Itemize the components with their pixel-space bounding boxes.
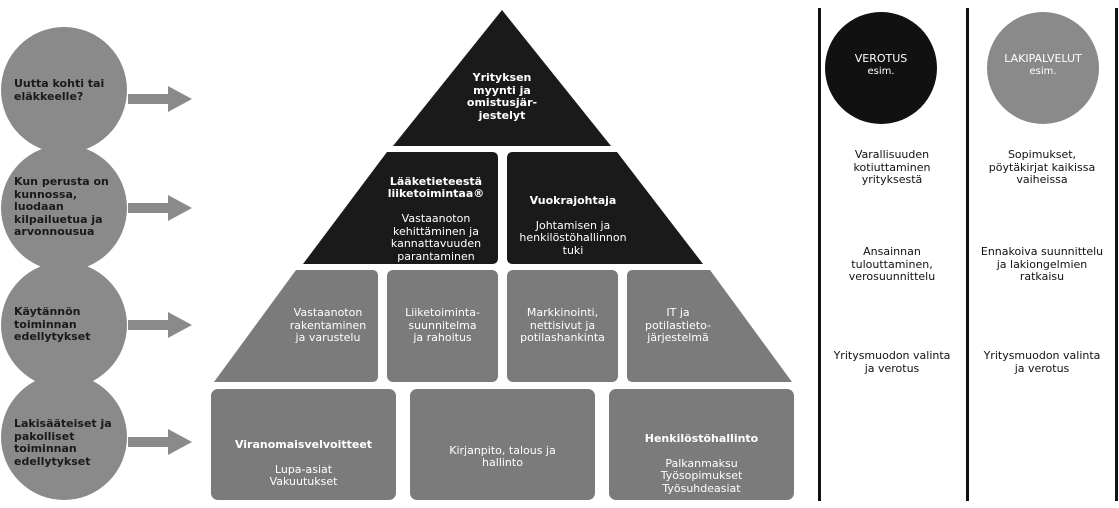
verotus-item-2: Ansainnan tulouttaminen, verosuunnittelu — [848, 245, 936, 283]
pyramid-level3-block-4 — [627, 270, 792, 382]
pyramid-top-block — [393, 10, 611, 146]
pyramid-level3-block-1 — [214, 270, 378, 382]
lakipalvelut-header: LAKIPALVELUT esim. — [989, 52, 1097, 78]
lakipalvelut-sub: esim. — [1029, 66, 1057, 77]
circle-text-stage-1: Uutta kohti tai eläkkeelle? — [14, 77, 105, 103]
pyramid-level4-block-1 — [211, 389, 396, 500]
column-divider-1 — [818, 8, 821, 501]
pyramid-level2-left-body: Vastaanoton kehittäminen ja kannattavuud… — [390, 212, 482, 263]
column-divider-3 — [1115, 8, 1118, 501]
pyramid-level3-text-4: IT ja potilastieto- järjestelmä — [645, 306, 711, 344]
verotus-header: VEROTUS esim. — [831, 52, 931, 78]
lakipalvelut-item-1: Sopimukset, pöytäkirjat kaikissa vaiheis… — [988, 148, 1096, 186]
circle-text-stage-2: Kun perusta on kunnossa, luodaan kilpail… — [14, 175, 109, 238]
pyramid-level2-right-block — [507, 152, 703, 264]
pyramid-level2-right-title: Vuokrajohtaja — [529, 193, 617, 207]
pyramid-level3-text-1: Vastaanoton rakentaminen ja varustelu — [289, 306, 367, 344]
pyramid-top-text: Yrityksen myynti ja omistusjär- jestelyt — [466, 71, 538, 122]
pyramid-level4-title-3: Henkilöstöhallinto — [644, 431, 759, 445]
pyramid-level3-text-3: Markkinointi, nettisivut ja potilashanki… — [520, 306, 605, 344]
pyramid-level4-title-1: Viranomaisvelvoitteet — [234, 437, 373, 451]
circle-text-stage-4: Lakisääteiset ja pakolliset toiminnan ed… — [14, 417, 112, 468]
pyramid-level4-block-3 — [609, 389, 794, 500]
circle-stage-3 — [1, 262, 127, 388]
arrow-icon-2 — [128, 195, 192, 221]
column-divider-2 — [966, 8, 969, 501]
pyramid-level2-right-body: Johtamisen ja henkilöstöhallinnon tuki — [519, 218, 627, 257]
pyramid-level2-left-block — [303, 152, 498, 264]
pyramid-level4-body-1: Lupa-asiat Vakuutukset — [269, 462, 338, 488]
pyramid-level2-left-text: Lääketieteestä liiketoimintaa® Vastaanot… — [380, 163, 492, 276]
pyramid-level4-text-1: Viranomaisvelvoitteet Lupa-asiat Vakuutu… — [211, 426, 396, 501]
lakipalvelut-item-2: Ennakoiva suunnittelu ja lakiongelmien r… — [980, 245, 1104, 283]
pyramid-level3-text-2: Liiketoiminta- suunnitelma ja rahoitus — [405, 306, 480, 344]
pyramid-level4-body-3: Palkanmaksu Työsopimukset Työsuhdeasiat — [660, 456, 743, 495]
pyramid-level4-text-3: Henkilöstöhallinto Palkanmaksu Työsopimu… — [609, 420, 794, 508]
lakipalvelut-circle — [987, 12, 1099, 124]
verotus-item-3: Yritysmuodon valinta ja verotus — [833, 349, 951, 375]
pyramid-level4-block-2 — [410, 389, 595, 500]
pyramid-level2-left-title: Lääketieteestä liiketoimintaa® — [387, 174, 485, 200]
lakipalvelut-item-3: Yritysmuodon valinta ja verotus — [983, 349, 1101, 375]
circle-text-stage-3: Käytännön toiminnan edellytykset — [14, 305, 91, 343]
circle-stage-4 — [1, 374, 127, 500]
pyramid-level3-block-2 — [387, 270, 498, 382]
lakipalvelut-title: LAKIPALVELUT — [1004, 52, 1082, 65]
verotus-circle — [825, 12, 937, 124]
arrow-icon-3 — [128, 312, 192, 338]
verotus-item-1: Varallisuuden kotiuttaminen yrityksestä — [853, 148, 931, 186]
pyramid-level3-block-3 — [507, 270, 618, 382]
verotus-sub: esim. — [867, 66, 895, 77]
pyramid-level4-text-2: Kirjanpito, talous ja hallinto — [410, 432, 595, 482]
pyramid-level4-body-2: Kirjanpito, talous ja hallinto — [449, 443, 556, 469]
arrow-icon-4 — [128, 429, 192, 455]
arrow-icon-1 — [128, 86, 192, 112]
verotus-title: VEROTUS — [854, 52, 908, 65]
circle-stage-2 — [1, 145, 127, 271]
pyramid-level2-right-text: Vuokrajohtaja Johtamisen ja henkilöstöha… — [510, 182, 636, 270]
circle-stage-1 — [1, 27, 127, 153]
